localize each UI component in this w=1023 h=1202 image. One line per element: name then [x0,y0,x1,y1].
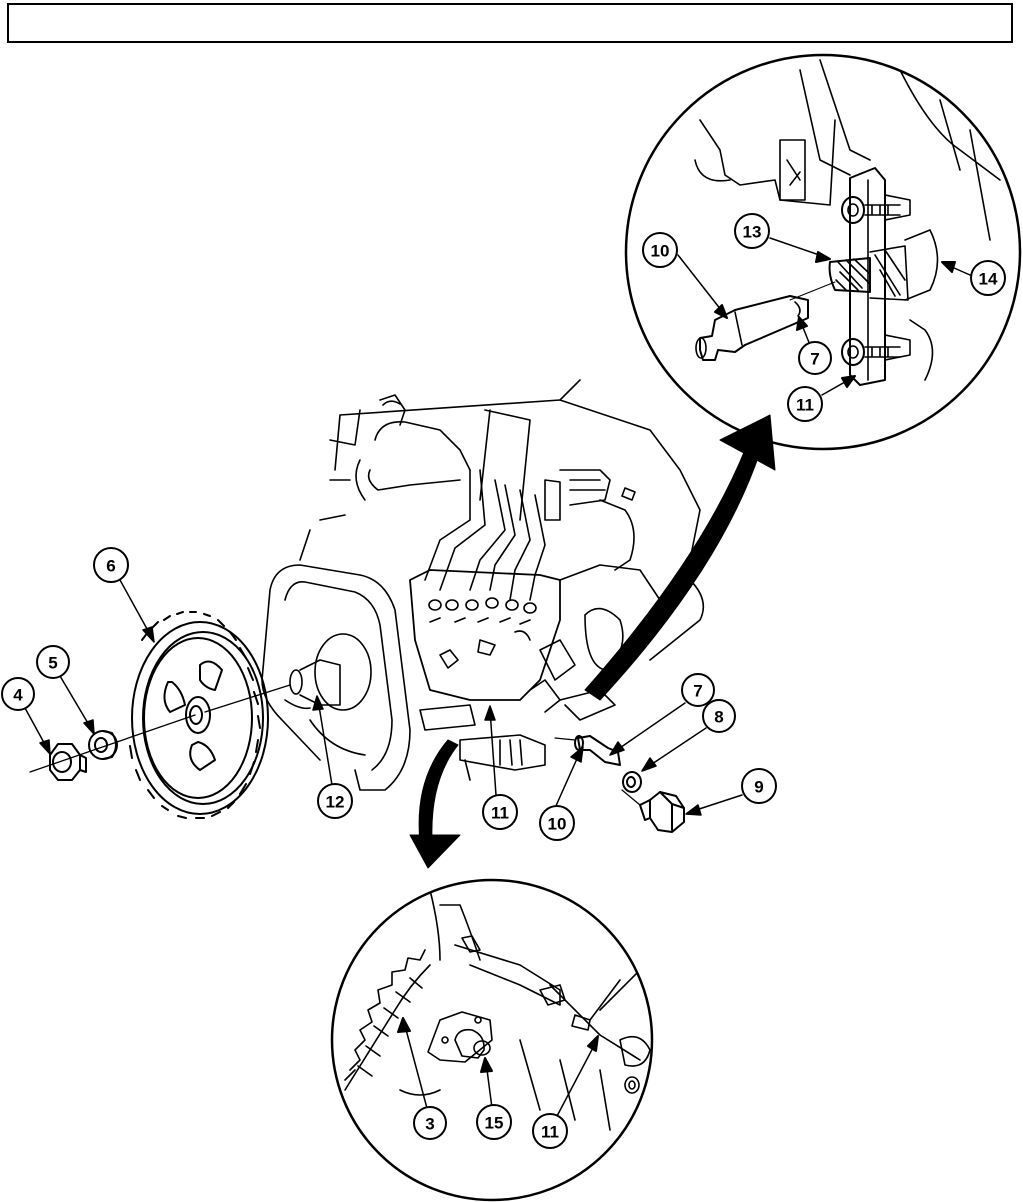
callout-10-detail: 10 [643,233,677,267]
sealing-washer-part [623,772,641,792]
drive-gear [30,612,290,818]
callout-13: 13 [735,214,769,248]
arrow-to-bottom-detail [410,740,460,868]
washer-part [89,731,117,759]
callout-label: 3 [425,1115,434,1134]
callout-label: 14 [979,270,998,289]
plug-bolt-part [622,790,684,832]
callout-4: 4 [2,678,34,710]
callout-label: 13 [743,223,762,242]
detail-circle-top [626,55,1020,449]
callout-12: 12 [318,784,352,818]
callout-label: 6 [106,557,115,576]
callout-9: 9 [742,769,776,803]
callout-label: 10 [651,242,670,261]
callout-5: 5 [37,646,69,678]
callout-15: 15 [477,1105,511,1139]
callout-label: 11 [541,1123,559,1142]
callout-label: 5 [48,654,57,673]
callout-3: 3 [414,1107,446,1139]
callout-8: 8 [703,700,735,732]
callout-7-detail: 7 [799,342,831,374]
callout-label: 12 [326,793,345,812]
callout-11-main: 11 [483,795,517,829]
callout-10-main: 10 [540,806,574,840]
arrow-to-top-detail [585,415,775,700]
timing-pin-part [555,736,620,765]
nut-part [50,744,86,780]
callout-label: 11 [491,804,509,823]
callout-label: 7 [693,682,702,701]
callout-label: 8 [714,708,723,727]
callout-6: 6 [94,548,128,582]
callout-11-detail: 11 [788,387,822,421]
callout-7-main: 7 [682,674,714,706]
callout-label: 4 [13,686,23,705]
callout-label: 10 [548,815,567,834]
callout-label: 15 [485,1114,504,1133]
callout-label: 9 [754,778,763,797]
callout-label: 11 [796,396,814,415]
detail-circle-bottom [332,880,652,1200]
engine-assembly [262,380,703,790]
callout-label: 7 [810,350,819,369]
callout-14: 14 [971,261,1005,295]
callout-11-bottom: 11 [533,1114,567,1148]
